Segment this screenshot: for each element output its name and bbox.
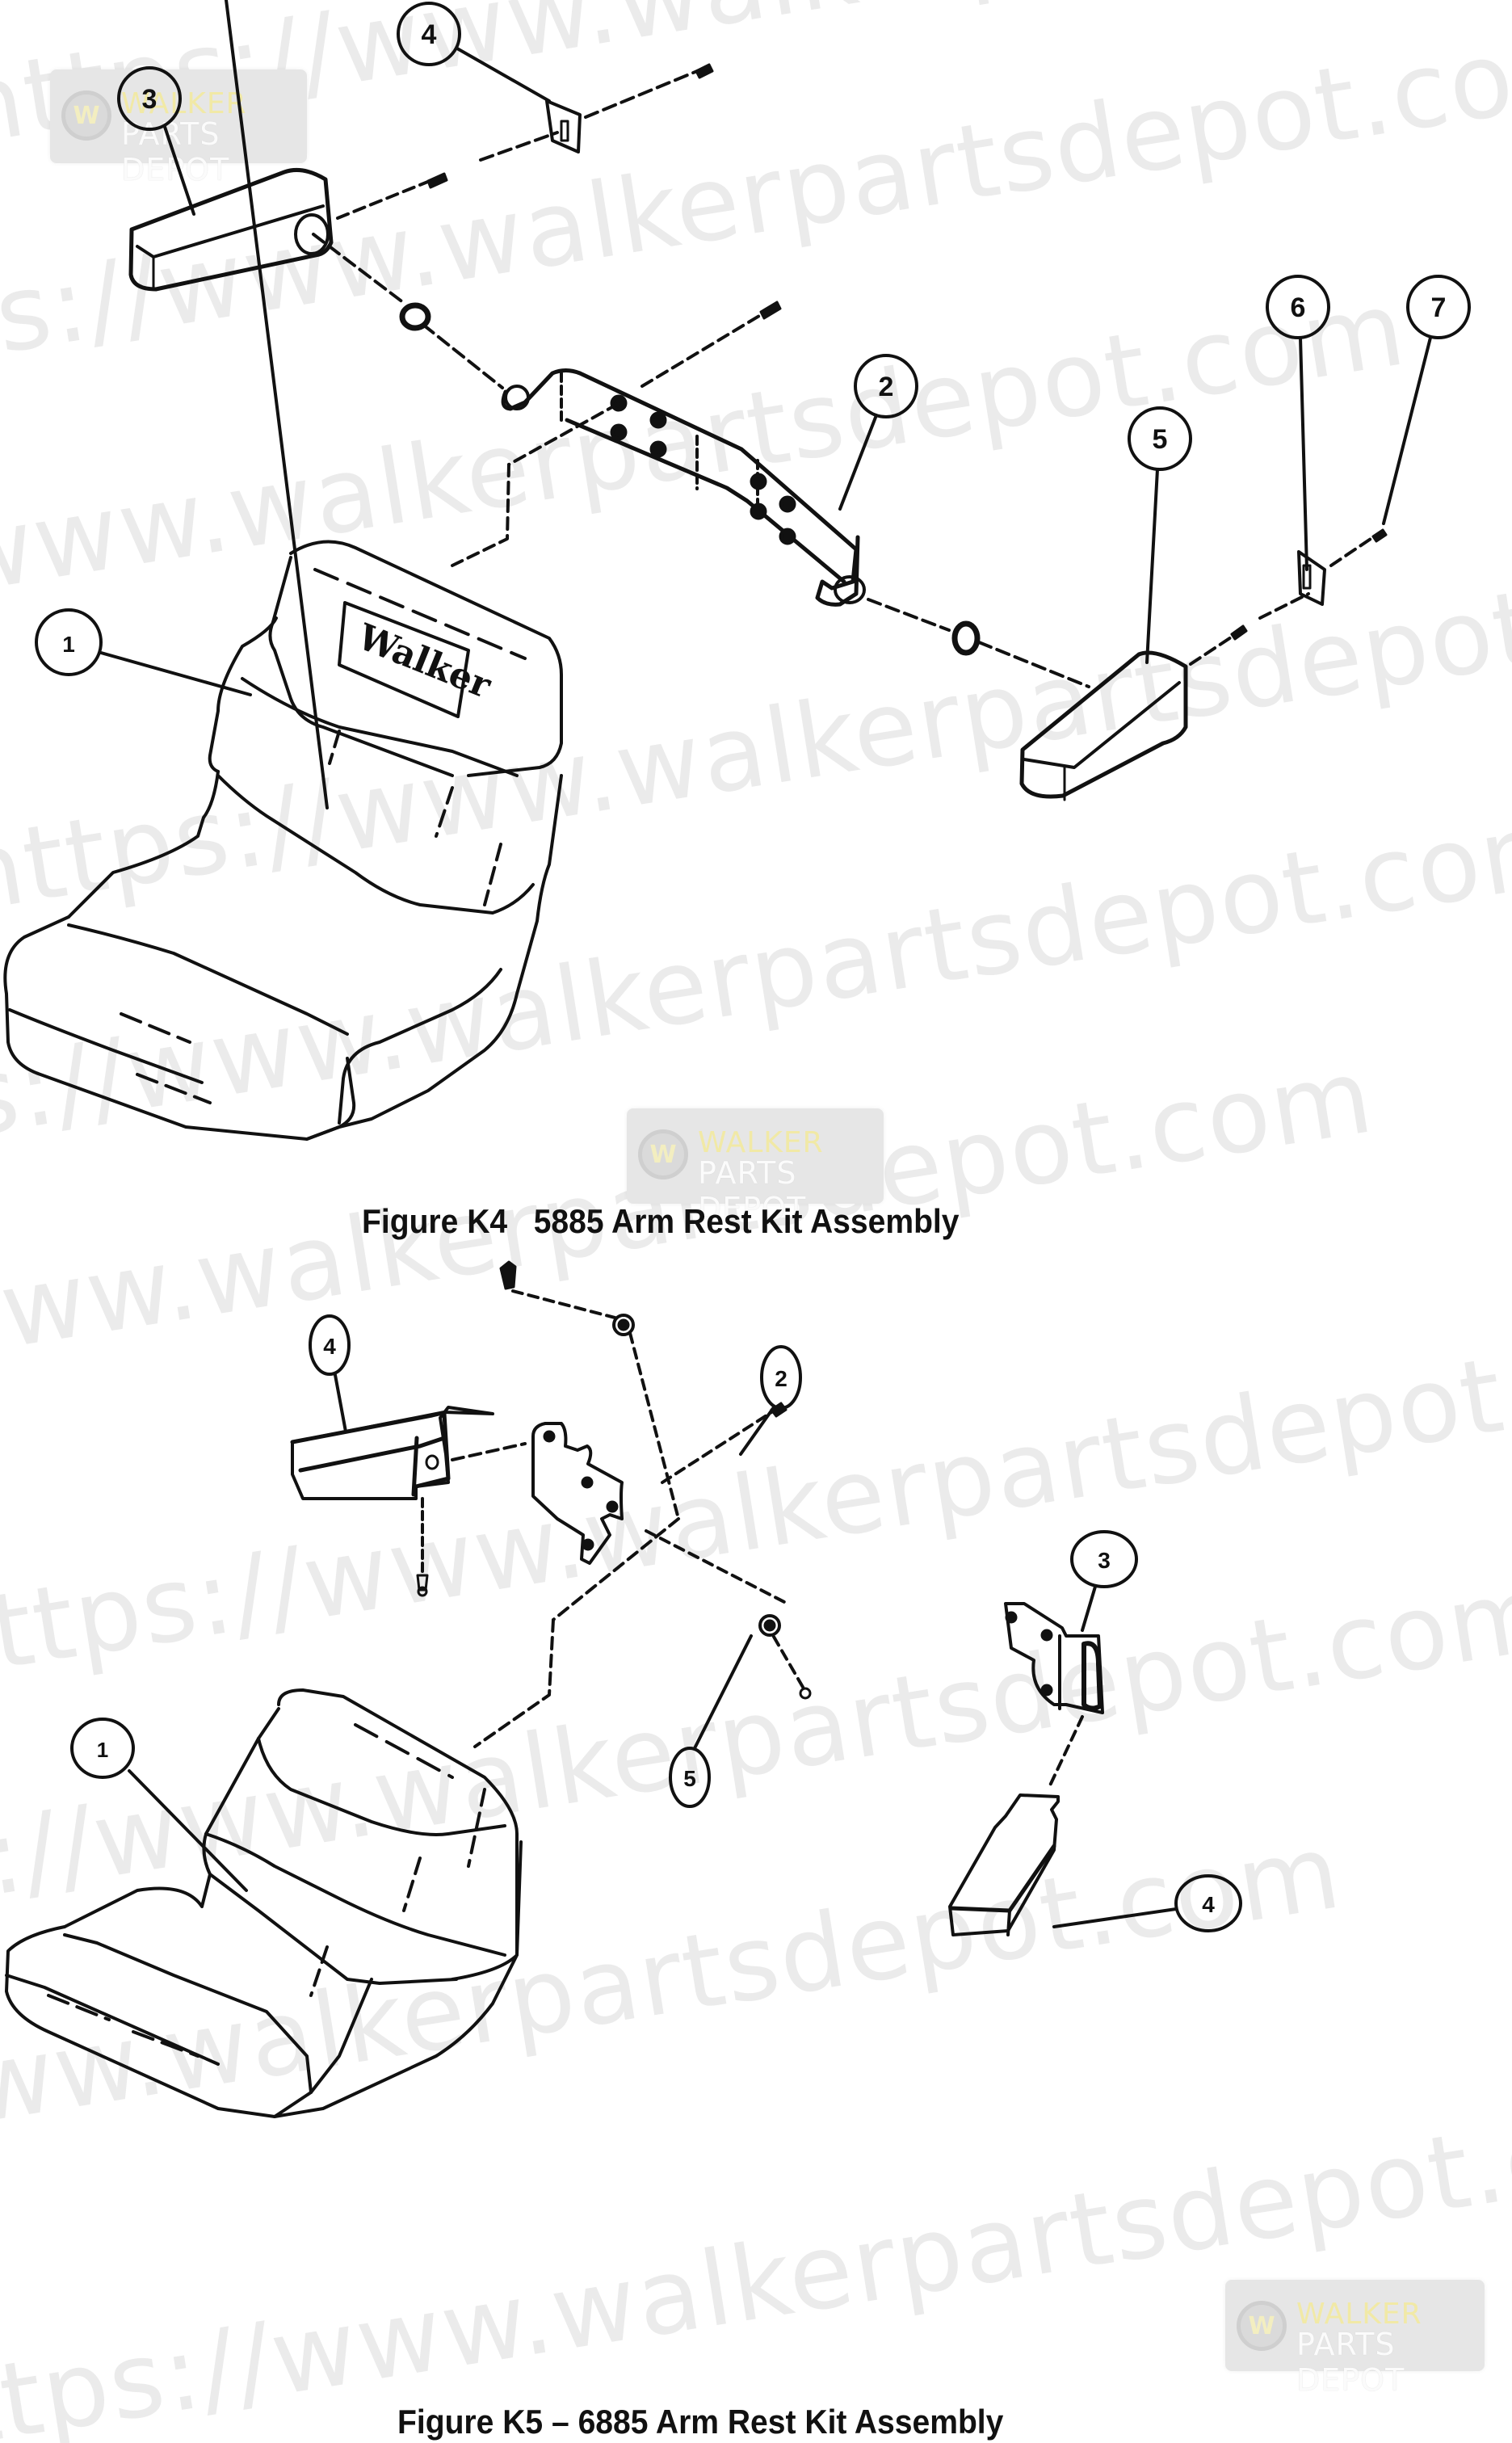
callout-k4-1: 1 <box>35 608 252 696</box>
callout-k4-6: 6 <box>1266 275 1330 571</box>
plate-k4-6 <box>1297 528 1388 606</box>
walker-logo-icon: W <box>1237 2301 1287 2351</box>
armrest-right-k4 <box>867 592 1310 801</box>
svg-text:3: 3 <box>142 84 158 115</box>
svg-text:4: 4 <box>422 19 437 50</box>
svg-text:7: 7 <box>1431 292 1447 323</box>
svg-text:5: 5 <box>683 1766 696 1791</box>
svg-text:1: 1 <box>97 1738 108 1762</box>
seat-k5 <box>5 1688 523 2118</box>
badge-line1: WALKER <box>1296 2298 1422 2331</box>
walker-logo-icon: W <box>638 1129 688 1179</box>
callout-k5-3: 3 <box>1070 1530 1138 1632</box>
callout-k4-3: 3 <box>117 66 195 216</box>
bracket-k5-2 <box>473 1260 812 1748</box>
armrest-left-k4 <box>128 168 504 389</box>
bracket-k5-3 <box>1004 1602 1104 1787</box>
figure-k4-caption: Figure K4 5885 Arm Rest Kit Assembly <box>362 1202 960 1240</box>
armrest-left-k5 <box>290 1406 527 1597</box>
figure-k4-diagram: 4 3 <box>3 0 1471 1141</box>
figure-k5-diagram: 4 <box>5 1260 1242 2118</box>
callout-k5-1: 1 <box>70 1718 248 1892</box>
svg-text:6: 6 <box>1291 292 1306 323</box>
badge-line2: PARTS DEPOT <box>698 1155 807 1226</box>
callout-k5-4-left: 4 <box>309 1314 351 1433</box>
callout-k4-7: 7 <box>1382 275 1471 525</box>
svg-text:3: 3 <box>1098 1548 1111 1573</box>
armrest-right-k5 <box>948 1793 1060 1936</box>
svg-text:4: 4 <box>323 1334 336 1359</box>
callout-k5-2: 2 <box>739 1345 802 1456</box>
callout-k4-2: 2 <box>838 354 918 511</box>
svg-text:4: 4 <box>1202 1892 1215 1917</box>
svg-text:2: 2 <box>775 1366 788 1391</box>
plate-k4-4 <box>479 63 714 162</box>
callout-k5-4-right: 4 <box>1052 1874 1242 1932</box>
figure-k5-caption: Figure K5 – 6885 Arm Rest Kit Assembly <box>397 2403 1004 2441</box>
svg-text:2: 2 <box>879 372 894 402</box>
callout-k4-4: 4 <box>397 2 551 103</box>
badge-line1: WALKER <box>121 87 247 120</box>
callout-k5-5: 5 <box>669 1634 753 1808</box>
seat-walker-logo: Walker <box>351 616 498 708</box>
bracket-k4-2 <box>451 301 866 607</box>
callout-k4-5: 5 <box>1128 406 1192 664</box>
badge-line1: WALKER <box>698 1126 824 1159</box>
watermark-badge: W WALKER PARTS DEPOT <box>1225 2280 1485 2398</box>
svg-text:5: 5 <box>1153 424 1168 455</box>
walker-logo-icon: W <box>61 90 111 141</box>
svg-text:1: 1 <box>62 632 75 657</box>
watermark-badge: W WALKER PARTS DEPOT <box>627 1108 884 1226</box>
badge-line2: PARTS DEPOT <box>1296 2327 1405 2398</box>
